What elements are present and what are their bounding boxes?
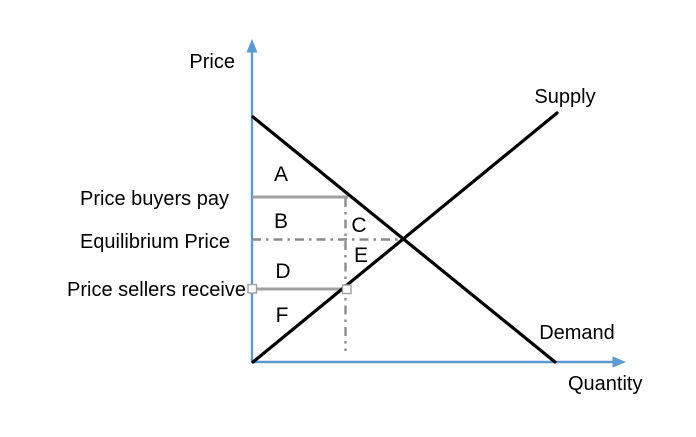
x-axis-arrow-icon — [612, 356, 626, 368]
sellers-line-handle-right[interactable] — [341, 284, 352, 295]
demand-label: Demand — [539, 322, 615, 344]
y-axis-label: Price — [189, 51, 235, 73]
x-axis-label: Quantity — [568, 373, 642, 395]
region-label-a: A — [274, 163, 288, 186]
region-label-b: B — [274, 210, 288, 233]
price-buyers-pay-label: Price buyers pay — [80, 188, 229, 210]
region-label-c: C — [351, 214, 366, 237]
equilibrium-price-label: Equilibrium Price — [80, 231, 230, 253]
supply-label: Supply — [534, 86, 595, 108]
supply-curve — [251, 111, 559, 364]
y-axis-arrow-icon — [246, 39, 258, 53]
region-label-d: D — [275, 260, 290, 283]
price-sellers-receive-label: Price sellers receive — [67, 279, 246, 301]
region-label-e: E — [354, 244, 368, 267]
sellers-line-handle-left[interactable] — [247, 283, 258, 294]
region-label-f: F — [276, 304, 289, 327]
